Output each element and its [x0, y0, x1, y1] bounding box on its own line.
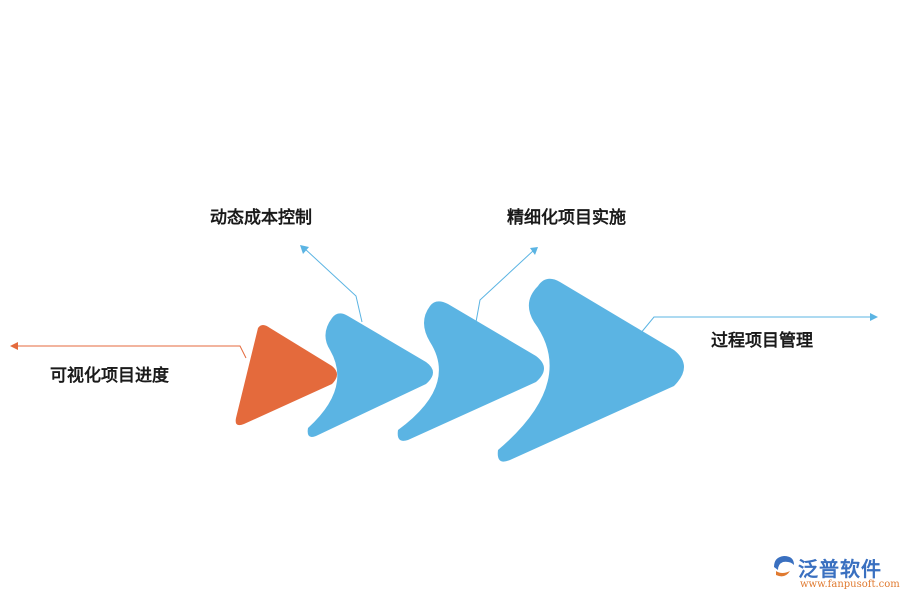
step-label-fine-implementation: 精细化项目实施	[507, 208, 626, 228]
arrowhead-1	[10, 342, 18, 350]
step-label-dynamic-cost: 动态成本控制	[210, 208, 312, 228]
connector-line-2	[303, 247, 363, 323]
connector-line-4	[639, 316, 874, 335]
chevron-step-4	[497, 278, 684, 462]
brand-logo: 泛普软件 www.fanpusoft.com	[770, 553, 900, 595]
chevron-step-3	[397, 301, 544, 441]
arrowhead-2	[300, 245, 309, 254]
connector-line-3	[475, 249, 535, 323]
logo-url: www.fanpusoft.com	[800, 579, 900, 590]
chevron-step-1	[235, 325, 337, 426]
connector-line-1	[14, 345, 247, 359]
step-label-visual-progress: 可视化项目进度	[50, 366, 169, 386]
step-label-process-management: 过程项目管理	[711, 331, 813, 351]
logo-icon	[774, 556, 794, 577]
chevron-step-2	[307, 313, 433, 437]
arrowhead-3	[530, 247, 538, 255]
arrowhead-4	[870, 313, 878, 321]
logo-name: 泛普软件	[798, 557, 882, 581]
